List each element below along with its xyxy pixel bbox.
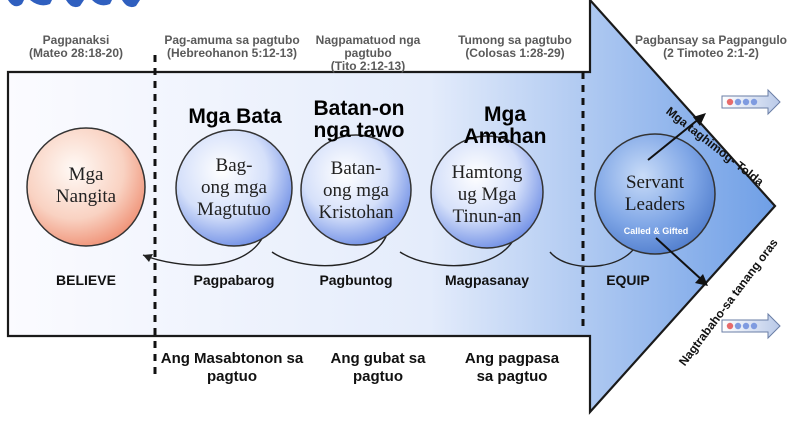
circle-mature-disciples xyxy=(430,135,544,249)
circle-new-believers xyxy=(175,129,293,247)
branch-arrows xyxy=(647,113,708,286)
title-fragment xyxy=(8,0,140,8)
stage-children: Mga Bata xyxy=(188,105,282,128)
small-arrow-bottom xyxy=(721,312,781,340)
circle-young-christians xyxy=(300,134,412,246)
header-witness: Pagpanaksi(Mateo 28:18-20) xyxy=(28,33,124,60)
header-leadership-training: Pagbansay sa Pagpangulo(2 Timoteo 2:1-2) xyxy=(634,33,788,60)
circle-seekers xyxy=(26,127,146,247)
header-goal: Tumong sa pagtubo(Colosas 1:28-29) xyxy=(458,33,572,60)
connector-arrowheads xyxy=(143,254,153,262)
header-nurture: Pag-amuma sa pagtubo(Hebreohanon 5:12-13… xyxy=(164,33,300,60)
label-pagbuntog: Pagbuntog xyxy=(319,272,393,288)
circle-servant-leaders xyxy=(594,133,716,255)
small-arrow-top xyxy=(721,88,781,116)
label-pagpabarog: Pagpabarog xyxy=(193,272,275,288)
servant-leaders-tagline: Called & Gifted xyxy=(623,226,689,236)
label-equip: EQUIP xyxy=(606,272,650,288)
label-believe: BELIEVE xyxy=(56,272,116,288)
label-magpasanay: Magpasanay xyxy=(444,272,530,288)
